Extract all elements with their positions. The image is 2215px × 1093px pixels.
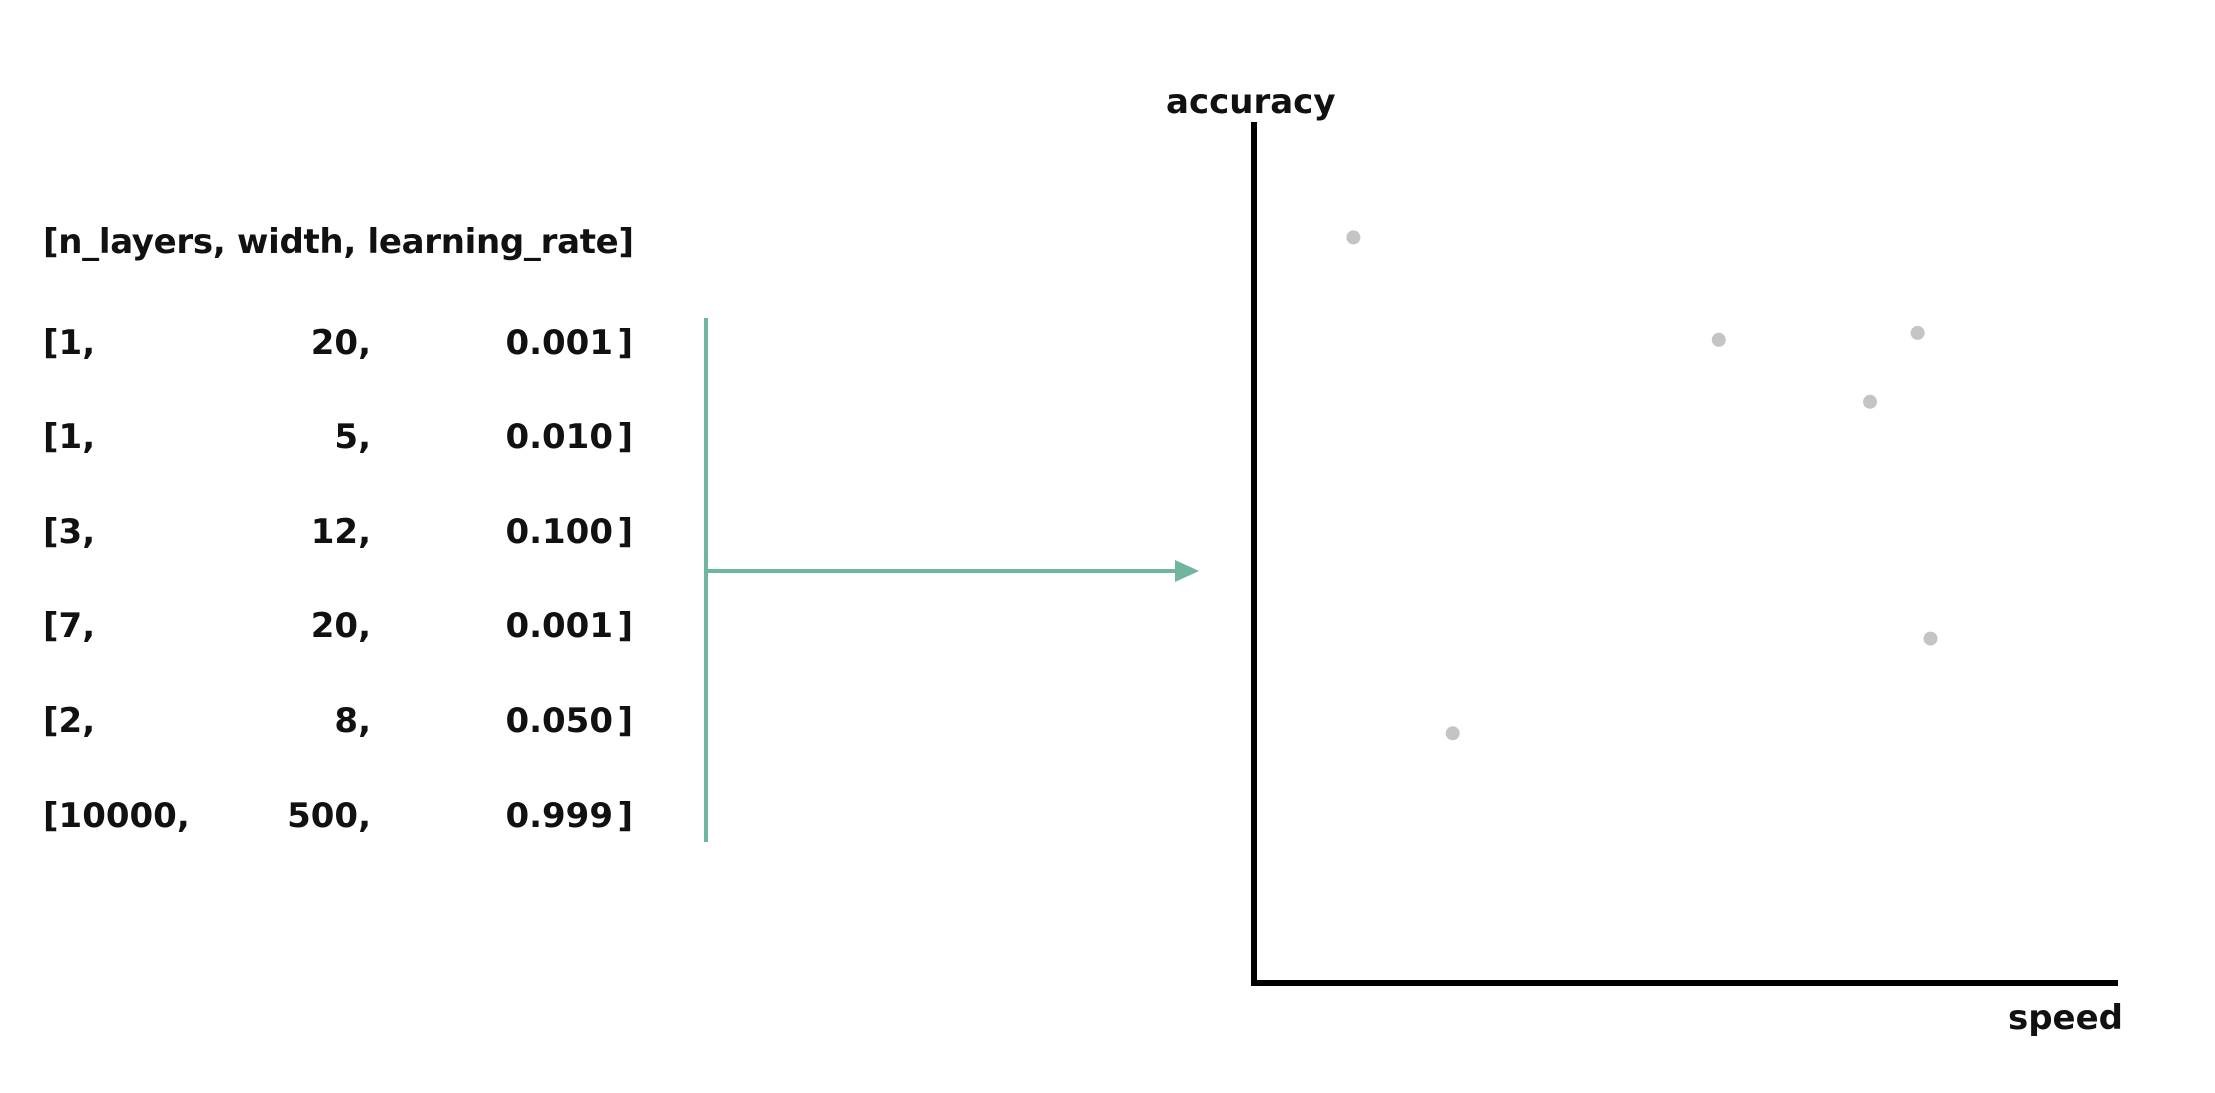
row-n-layers: [3, — [43, 512, 96, 552]
width-value: 12 — [310, 512, 359, 552]
open-bracket: [ — [43, 417, 59, 457]
scatter-point — [1923, 631, 1938, 646]
open-bracket: [ — [43, 512, 59, 552]
table-row: [7, 20, 0.001 ] — [43, 601, 633, 651]
close-bracket: ] — [617, 323, 633, 363]
row-learning-rate: 0.001 — [505, 606, 613, 646]
row-n-layers: [7, — [43, 606, 96, 646]
connector-arrow-head — [1175, 560, 1199, 582]
table-row: [1, 5, 0.010 ] — [43, 412, 633, 462]
x-axis-label: speed — [2007, 998, 2123, 1038]
close-bracket: ] — [617, 512, 633, 552]
row-width: 5, — [334, 417, 371, 457]
scatter-point — [1445, 726, 1460, 741]
scatter-point — [1346, 230, 1361, 245]
row-learning-rate: 0.050 — [505, 701, 613, 741]
scatter-point — [1863, 394, 1877, 409]
close-bracket: ] — [617, 606, 633, 646]
table-row: [1, 20, 0.001 ] — [43, 318, 633, 368]
table-row: [2, 8, 0.050 ] — [43, 696, 633, 746]
width-value: 20 — [310, 323, 359, 363]
width-value: 8 — [334, 701, 359, 741]
open-bracket: [ — [43, 323, 59, 363]
n-layers-value: 1 — [58, 323, 83, 363]
row-width: 20, — [310, 606, 371, 646]
row-learning-rate: 0.999 — [505, 796, 613, 836]
row-width: 8, — [334, 701, 371, 741]
row-n-layers: [10000, — [43, 796, 190, 836]
scatter-points — [1346, 230, 1938, 741]
table-header: [n_layers, width, learning_rate] — [43, 222, 634, 262]
scatter-point — [1910, 325, 1925, 340]
n-layers-value: 1 — [58, 417, 83, 457]
scatter-point — [1711, 332, 1726, 347]
y-axis-label: accuracy — [1166, 82, 1336, 122]
row-learning-rate: 0.100 — [505, 512, 613, 552]
close-bracket: ] — [617, 417, 633, 457]
width-value: 5 — [334, 417, 359, 457]
n-layers-value: 10000 — [58, 796, 177, 836]
table-row: [3, 12, 0.100 ] — [43, 507, 633, 557]
width-value: 500 — [287, 796, 359, 836]
row-n-layers: [2, — [43, 701, 96, 741]
width-value: 20 — [310, 606, 359, 646]
row-width: 12, — [310, 512, 371, 552]
row-width: 20, — [310, 323, 371, 363]
open-bracket: [ — [43, 606, 59, 646]
row-learning-rate: 0.001 — [505, 323, 613, 363]
open-bracket: [ — [43, 796, 59, 836]
open-bracket: [ — [43, 701, 59, 741]
close-bracket: ] — [617, 701, 633, 741]
row-learning-rate: 0.010 — [505, 417, 613, 457]
n-layers-value: 7 — [58, 606, 83, 646]
n-layers-value: 2 — [58, 701, 83, 741]
row-n-layers: [1, — [43, 417, 96, 457]
close-bracket: ] — [617, 796, 633, 836]
row-n-layers: [1, — [43, 323, 96, 363]
row-width: 500, — [287, 796, 371, 836]
table-row: [10000, 500, 0.999 ] — [43, 791, 633, 841]
hyperparameter-table: [n_layers, width, learning_rate] [1, 20,… — [0, 0, 700, 900]
n-layers-value: 3 — [58, 512, 83, 552]
